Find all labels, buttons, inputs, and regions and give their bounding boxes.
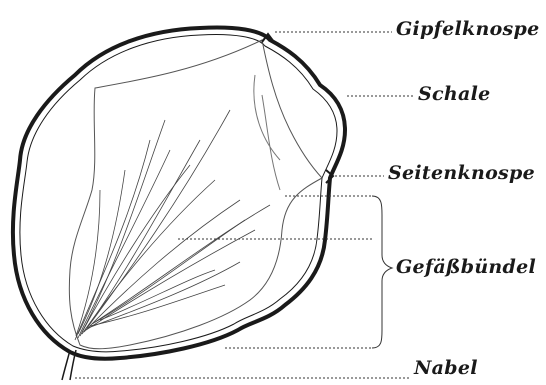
inner-cortex-line <box>69 40 322 349</box>
inner-cortex-line-2 <box>254 75 280 190</box>
vascular-bracket <box>372 196 392 348</box>
label-lateral-bud: Seitenknospe <box>388 162 535 184</box>
tuber-shell-outline <box>13 28 345 359</box>
label-vascular-bundles: Gefäßbündel <box>396 256 536 278</box>
vascular-bundle-strokes <box>75 110 270 340</box>
label-hilum: Nabel <box>414 357 478 379</box>
label-apical-bud: Gipfelknospe <box>396 18 540 40</box>
label-shell: Schale <box>418 83 491 105</box>
